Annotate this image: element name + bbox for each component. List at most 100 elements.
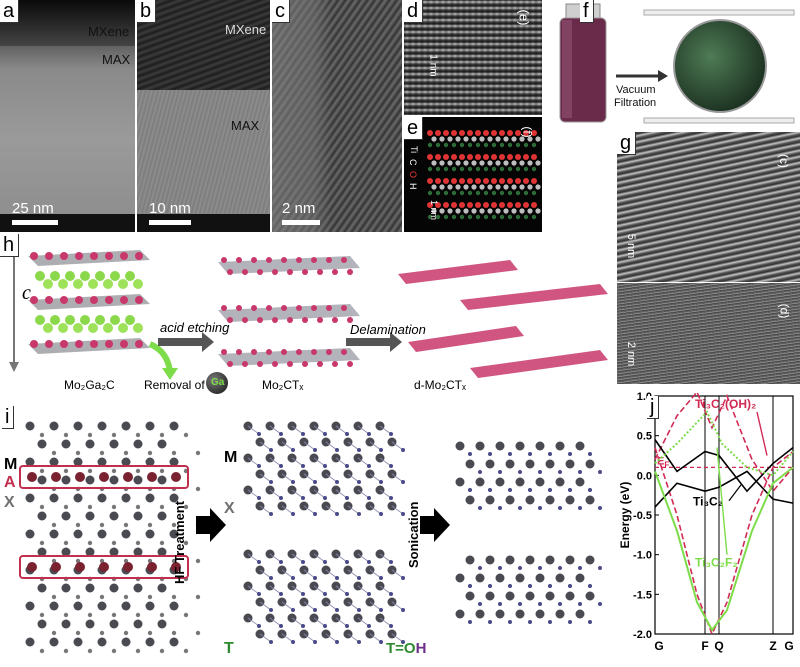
t-atom	[498, 506, 502, 510]
panel-a-label: a	[0, 0, 20, 23]
acid-arrow-shaft	[158, 338, 202, 346]
m-atom	[455, 477, 465, 487]
ti-atom	[487, 208, 493, 214]
m-atom	[73, 421, 83, 431]
o-atom	[451, 130, 457, 136]
x-atom	[39, 432, 45, 438]
x-atom	[99, 450, 105, 456]
x-atom	[183, 432, 189, 438]
bond	[247, 585, 260, 595]
bond	[379, 585, 392, 595]
mxene-atom	[281, 349, 287, 355]
bond	[357, 425, 370, 435]
m-atom	[49, 637, 59, 647]
y-tick-label: 0.5	[637, 431, 652, 443]
panel-g-label: g	[617, 132, 637, 155]
bond	[281, 473, 294, 483]
bond	[247, 457, 260, 467]
ti-atom	[487, 184, 493, 190]
toh-label-text: T=O	[386, 640, 416, 657]
m-atom	[565, 495, 575, 505]
x-atom	[147, 450, 153, 456]
mo-layer	[28, 338, 150, 354]
bond	[259, 505, 272, 515]
legend-o: O	[408, 171, 418, 179]
m-atom	[465, 591, 475, 601]
bond	[291, 617, 304, 627]
a-atom	[147, 562, 157, 572]
bond	[391, 601, 404, 611]
bond	[247, 425, 260, 435]
m-atom	[495, 477, 505, 487]
t-atom	[301, 624, 305, 628]
a-atom	[147, 472, 157, 482]
c-atom	[451, 142, 457, 148]
x-atom	[159, 540, 165, 546]
mxene-atom	[242, 317, 248, 323]
o-atom	[515, 154, 521, 160]
a-atom	[51, 472, 61, 482]
m-atom	[157, 475, 167, 485]
t-atom	[323, 432, 327, 436]
o-atom	[531, 154, 537, 160]
t-atom	[528, 620, 532, 624]
delaminated-flake	[460, 284, 608, 310]
toh-label-h: H	[415, 640, 427, 657]
m-atom	[169, 637, 179, 647]
t-atom	[538, 506, 542, 510]
o-atom	[443, 202, 449, 208]
mxene-atom	[332, 361, 338, 367]
ti-atom	[511, 184, 517, 190]
t-atom	[498, 470, 502, 474]
t-atom	[279, 592, 283, 596]
o-atom	[459, 154, 465, 160]
a-atom	[171, 562, 181, 572]
t-atom	[357, 576, 361, 580]
mo-atom	[45, 340, 53, 348]
m-atom	[85, 511, 95, 521]
ti-atom	[495, 184, 501, 190]
panel-a-scale-text: 25 nm	[12, 200, 54, 217]
x-atom	[63, 648, 69, 654]
bond	[303, 601, 316, 611]
ti-atom	[535, 208, 541, 214]
o-atom	[523, 178, 529, 184]
m-atom	[535, 609, 545, 619]
ti-atom	[431, 208, 437, 214]
o-atom	[475, 178, 481, 184]
m-atom	[565, 555, 575, 565]
i-m-label: M	[4, 456, 18, 473]
bond	[347, 473, 360, 483]
t-atom	[345, 592, 349, 596]
o-atom	[491, 202, 497, 208]
x-atom	[39, 540, 45, 546]
bond	[281, 441, 294, 451]
m-atom	[109, 439, 119, 449]
t-atom	[538, 566, 542, 570]
mxene-atom	[242, 269, 248, 275]
ti3c2f2-curve-lower	[654, 466, 794, 632]
a-atom	[123, 562, 133, 572]
m-atom	[485, 591, 495, 601]
t-atom	[488, 452, 492, 456]
bond	[281, 569, 294, 579]
c-atom	[435, 214, 441, 220]
ti3c2-pointer	[728, 484, 742, 502]
m-atom	[575, 477, 585, 487]
bond	[313, 425, 326, 435]
x-atom	[63, 540, 69, 546]
mxene-atom	[266, 349, 272, 355]
c-atom	[483, 214, 489, 220]
o-atom	[467, 178, 473, 184]
t-atom	[528, 488, 532, 492]
m-atom	[495, 573, 505, 583]
toh-label: T=OH	[386, 640, 426, 657]
o-atom	[435, 202, 441, 208]
ti-atom	[471, 184, 477, 190]
ti-atom	[431, 136, 437, 142]
mxene-atom	[311, 349, 317, 355]
ti-atom	[527, 208, 533, 214]
o-atom	[483, 154, 489, 160]
o-atom	[459, 130, 465, 136]
